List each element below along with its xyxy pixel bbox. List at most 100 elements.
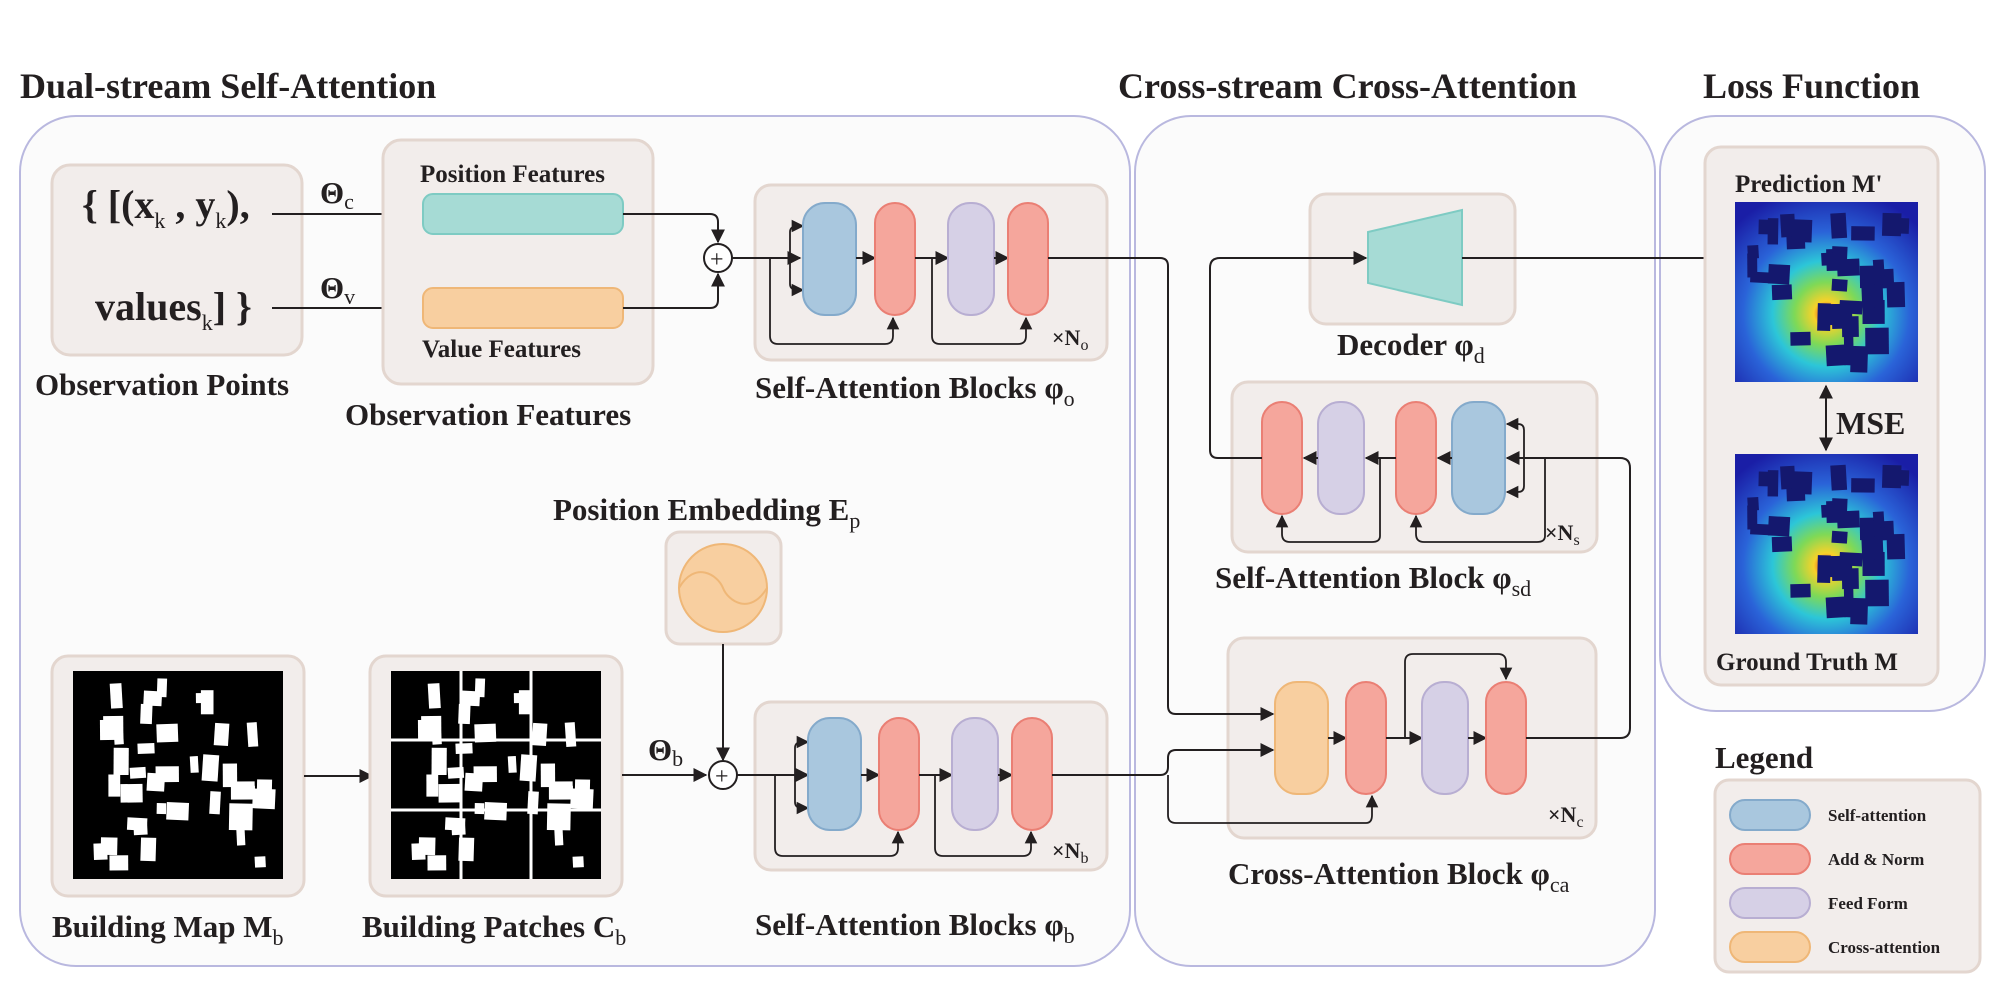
sab-o-add-norm-1	[874, 202, 916, 316]
building-block	[1850, 597, 1869, 625]
residual-ca-1	[1167, 775, 1379, 824]
section-title-dual: Dual-stream Self-Attention	[20, 66, 436, 106]
times-no-sub: o	[1080, 337, 1088, 354]
building-block	[1895, 217, 1910, 234]
building-block	[513, 693, 525, 704]
obs-points-text-a: { [(x	[82, 182, 154, 227]
building-block	[108, 774, 121, 797]
residual-ca-2	[1404, 653, 1513, 738]
position-features-bar	[422, 193, 624, 235]
building-block	[100, 837, 118, 856]
theta-c: Θ	[320, 175, 344, 210]
obs-values-end: ] }	[213, 284, 252, 329]
building-patches-image	[391, 671, 601, 879]
sab-b-label: Self-Attention Blocks φ	[755, 907, 1064, 942]
building-block	[252, 788, 276, 810]
times-nb-sub: b	[1080, 850, 1088, 867]
building-block	[464, 772, 484, 792]
building-block	[1758, 471, 1775, 487]
building-block	[120, 783, 143, 803]
position-features-label: Position Features	[420, 161, 605, 188]
plus-icon-building: +	[715, 764, 729, 790]
building-map-label: Building Map M	[52, 909, 273, 944]
legend-title: Legend	[1715, 740, 1813, 775]
legend-label-0: Self-attention	[1828, 806, 1927, 825]
building-block	[1771, 536, 1793, 553]
residual-sd-1	[1409, 458, 1546, 543]
value-features-bar	[422, 287, 624, 329]
legend-swatch-0	[1729, 799, 1811, 831]
residual-sab-b-1	[774, 775, 905, 857]
building-block	[1850, 345, 1869, 373]
building-block	[1825, 596, 1847, 619]
sd-feed-form	[1317, 401, 1365, 515]
building-map-sub: b	[273, 925, 284, 950]
building-block	[195, 693, 207, 704]
building-block	[540, 763, 556, 788]
building-block	[1780, 213, 1796, 238]
svg-text:Position Embedding Ep: Position Embedding Ep	[553, 492, 860, 533]
branch-up-sab-o	[789, 219, 805, 258]
building-block	[474, 723, 497, 743]
residual-sab-o-1	[769, 258, 900, 345]
svg-text:Self-Attention Block φsd: Self-Attention Block φsd	[1215, 560, 1531, 601]
theta-b-sub: b	[672, 746, 683, 771]
legend-label-2: Feed Form	[1828, 894, 1908, 913]
building-block	[1747, 253, 1758, 278]
building-block	[1821, 252, 1836, 266]
residual-sd-2	[1275, 458, 1381, 543]
obs-points-text-c: ),	[226, 182, 249, 227]
building-block	[1771, 284, 1793, 301]
building-block	[1861, 536, 1884, 560]
sab-o-feed-form	[947, 202, 995, 316]
building-block	[201, 754, 220, 782]
sd-add-norm-2	[1261, 401, 1303, 515]
decoder-label: Decoder φ	[1337, 327, 1474, 362]
building-block	[209, 791, 221, 815]
building-block	[113, 747, 129, 776]
svg-text:×Nb: ×Nb	[1052, 838, 1088, 867]
prediction-image	[1735, 202, 1918, 382]
building-block	[143, 690, 163, 707]
building-block	[189, 755, 199, 773]
pos-embed-wave	[678, 571, 768, 605]
svg-text:Building Map Mb: Building Map Mb	[52, 909, 284, 950]
sab-b-add-norm-2	[1011, 717, 1053, 831]
svg-text:Θc: Θc	[320, 175, 354, 214]
times-no: ×N	[1052, 325, 1081, 350]
building-block	[1780, 465, 1796, 490]
building-block	[140, 703, 153, 725]
building-block	[1750, 523, 1772, 536]
branch-down-sab-o	[789, 258, 805, 297]
sab-b-feed-form	[951, 717, 999, 831]
building-block	[1791, 471, 1813, 495]
sab-o-label: Self-Attention Blocks φ	[755, 370, 1064, 405]
building-block	[1865, 579, 1889, 607]
theta-b: Θ	[648, 732, 672, 767]
observation-features-label: Observation Features	[345, 397, 631, 432]
svg-text:Decoder φd: Decoder φd	[1337, 327, 1485, 368]
building-block	[103, 715, 124, 738]
building-block	[1865, 327, 1889, 355]
svg-text:Cross-Attention Block φca: Cross-Attention Block φca	[1228, 856, 1570, 897]
building-block	[1830, 464, 1848, 491]
building-patches-sub: b	[615, 925, 626, 950]
building-block	[1825, 344, 1847, 367]
pos-embed-label: Position Embedding E	[553, 492, 849, 527]
building-block	[1821, 504, 1836, 518]
decoder-shape	[1367, 208, 1463, 307]
sd-add-norm-1	[1395, 401, 1437, 515]
sa-block-sd-sub: sd	[1512, 576, 1532, 601]
residual-sab-o-2	[931, 258, 1033, 345]
obs-points-text-b: , y	[165, 182, 215, 227]
obs-values-text: values	[95, 284, 202, 329]
branch-down-sd	[1505, 458, 1525, 499]
building-block	[455, 742, 473, 755]
sd-self-attention	[1451, 401, 1506, 515]
times-nc-sub: c	[1576, 814, 1583, 831]
branch-down-sab-b	[794, 775, 810, 815]
building-block	[1836, 258, 1860, 277]
sa-block-sd-label: Self-Attention Block φ	[1215, 560, 1512, 595]
building-block	[166, 802, 190, 821]
